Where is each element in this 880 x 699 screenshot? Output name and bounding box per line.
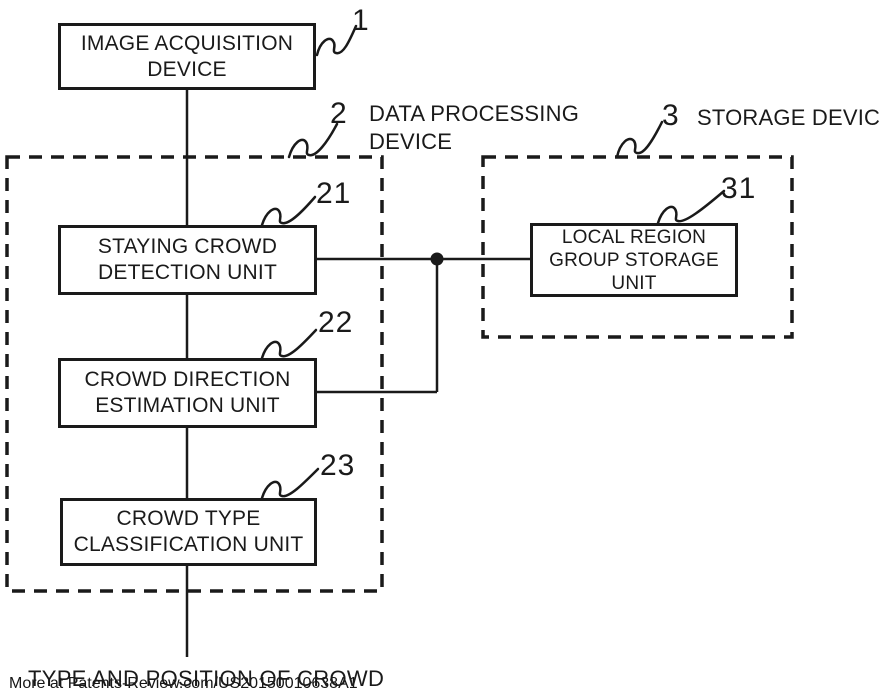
ref-num-21: 21: [316, 177, 352, 210]
staying-crowd-detection-unit-label-line1: STAYING CROWD: [97, 235, 278, 258]
image-acquisition-device-label-line1: IMAGE ACQUISITION: [80, 31, 294, 55]
leader-ref-3: [615, 120, 664, 159]
ref-num-2: 2: [330, 97, 348, 130]
reference-leader-squiggles: [260, 24, 726, 500]
image-acquisition-device-label-line2: DEVICE: [147, 57, 227, 81]
leader-ref-21: [260, 195, 317, 227]
crowd-type-classification-unit-label-line2: CLASSIFICATION UNIT: [73, 533, 304, 556]
staying-crowd-detection-unit-label-line2: DETECTION UNIT: [98, 261, 277, 284]
output-label: TYPE AND POSITION OF CROWD: [28, 666, 385, 691]
ref-num-31: 31: [721, 172, 757, 205]
storage-device-dashed-box: [481, 155, 794, 339]
crowd-direction-estimation-unit-label-line1: CROWD DIRECTION: [84, 368, 291, 391]
local-region-group-storage-unit-label-line1: LOCAL REGION: [561, 226, 707, 248]
ref-num-1: 1: [352, 4, 370, 37]
data-processing-device-caption-line2: DEVICE: [369, 129, 453, 154]
leader-ref-23: [260, 467, 320, 500]
image-acquisition-device-box: IMAGE ACQUISITION DEVICE: [58, 23, 316, 90]
crowd-direction-estimation-unit-box: CROWD DIRECTION ESTIMATION UNIT: [58, 358, 317, 428]
crowd-direction-estimation-unit-label-line2: ESTIMATION UNIT: [95, 394, 280, 417]
ref-num-22: 22: [318, 306, 354, 339]
dashed-containers: [5, 155, 794, 593]
local-region-group-storage-unit-label-line2: GROUP STORAGE: [549, 249, 719, 271]
data-processing-device-caption-line1: DATA PROCESSING: [369, 101, 580, 126]
crowd-type-classification-unit-label-line1: CROWD TYPE: [116, 507, 261, 530]
staying-crowd-detection-unit-box: STAYING CROWD DETECTION UNIT: [58, 225, 317, 295]
leader-ref-31: [656, 189, 726, 225]
leader-ref-2: [287, 122, 339, 159]
junction-dot: [430, 252, 444, 266]
watermark-text: More at Patents-Review.com/US20150010638…: [9, 675, 358, 692]
storage-device-caption: STORAGE DEVICE: [697, 105, 880, 130]
leader-ref-22: [260, 328, 318, 360]
local-region-group-storage-unit-box: LOCAL REGION GROUP STORAGE UNIT: [530, 223, 738, 297]
data-processing-device-caption: DATA PROCESSING DEVICE: [369, 100, 579, 156]
crowd-type-classification-unit-box: CROWD TYPE CLASSIFICATION UNIT: [60, 498, 317, 566]
ref-num-23: 23: [320, 449, 356, 482]
connector-lines: [185, 89, 531, 657]
data-processing-device-dashed-box: [5, 155, 384, 593]
local-region-group-storage-unit-label-line3: UNIT: [611, 272, 657, 294]
ref-num-3: 3: [662, 99, 680, 132]
leader-ref-1: [315, 24, 358, 57]
